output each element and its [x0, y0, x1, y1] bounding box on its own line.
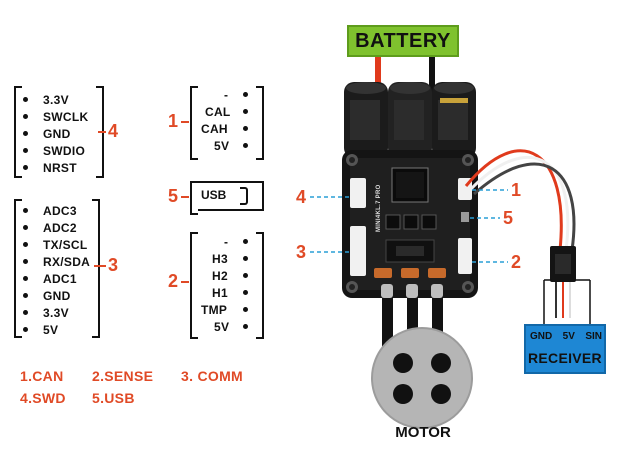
connector-sense: [458, 238, 472, 274]
comm-pin-label: 5V: [43, 323, 59, 337]
connector-swd: [350, 178, 366, 208]
sense-pin-label: H3: [212, 252, 228, 266]
comm-number: 3: [108, 255, 119, 275]
can-pointer-line: [181, 121, 189, 123]
swd-pointer-line: [98, 131, 106, 133]
board-callout-can: 1: [511, 180, 522, 200]
board-callout-sense: 2: [511, 252, 522, 272]
receiver-pin-row: GND 5V SIN: [530, 331, 602, 342]
legend-usb: 5.USB: [92, 390, 135, 406]
comm-bracket-left: [14, 199, 22, 338]
can-number: 1: [168, 111, 179, 131]
usb-pointer-line: [181, 196, 189, 198]
usb-number: 5: [168, 186, 179, 206]
comm-pointer-line: [94, 265, 106, 267]
can-bracket-right: [256, 86, 264, 160]
comm-pin-label: 3.3V: [43, 306, 69, 320]
swd-pin-label: GND: [43, 127, 71, 141]
board-silkscreen-text: MINI4KL.7 PRO: [376, 184, 382, 232]
capacitor-bank: [344, 82, 476, 158]
comm-pin-label: TX/SCL: [43, 238, 88, 252]
can-bracket-left: [190, 86, 198, 160]
usb-port-icon: [240, 187, 248, 205]
mosfet: [401, 268, 419, 278]
sense-bracket-right: [256, 232, 264, 339]
receiver-pin-label: GND: [530, 331, 553, 342]
mosfet: [428, 268, 446, 278]
legend-sense: 2.SENSE: [92, 368, 154, 384]
swd-pin-label: NRST: [43, 161, 77, 175]
legend-comm: 3. COMM: [181, 368, 243, 384]
board-callout-swd: 4: [296, 187, 307, 207]
swd-pin-label: 3.3V: [43, 93, 69, 107]
motor-wire: [432, 298, 443, 356]
legend-swd: 4.SWD: [20, 390, 66, 406]
sense-pointer-line: [181, 281, 189, 283]
can-pin-label: CAH: [201, 122, 228, 136]
battery-label: BATTERY: [347, 25, 459, 57]
legend-can: 1.CAN: [20, 368, 64, 384]
usb-label: USB: [201, 188, 227, 202]
sense-pin-label: H1: [212, 286, 228, 300]
motor-wire: [382, 298, 393, 356]
receiver-block: GND 5V SIN RECEIVER: [524, 324, 606, 374]
sense-number: 2: [168, 271, 179, 291]
comm-pin-label: ADC1: [43, 272, 77, 286]
sense-pin-label: 5V: [214, 320, 230, 334]
board-callout-usb: 5: [503, 208, 514, 228]
usb-bracket-right: [198, 181, 264, 211]
receiver-title: RECEIVER: [528, 350, 602, 366]
sense-pin-label: -: [224, 235, 229, 249]
receiver-pin-label: 5V: [562, 331, 575, 342]
connector-comm: [350, 226, 366, 276]
can-pin-label: CAL: [205, 105, 231, 119]
receiver-signal-wire: [464, 149, 563, 251]
motor-wire: [407, 298, 418, 356]
comm-pin-label: GND: [43, 289, 71, 303]
swd-number: 4: [108, 121, 119, 141]
usb-bracket-left: [190, 181, 198, 215]
can-pin-label: -: [224, 88, 229, 102]
comm-pin-label: ADC2: [43, 221, 77, 235]
motor-label: MOTOR: [395, 424, 451, 441]
comm-bracket-right: [92, 199, 100, 338]
sense-pin-label: H2: [212, 269, 228, 283]
mosfet: [374, 268, 392, 278]
motor-icon: [371, 327, 473, 429]
swd-pin-label: SWCLK: [43, 110, 89, 124]
comm-pin-label: ADC3: [43, 204, 77, 218]
sense-pin-label: TMP: [201, 303, 228, 317]
swd-bracket-left: [14, 86, 22, 178]
comm-pin-label: RX/SDA: [43, 255, 91, 269]
can-pin-label: 5V: [214, 139, 230, 153]
swd-pin-label: SWDIO: [43, 144, 86, 158]
sense-bracket-left: [190, 232, 198, 339]
board-callout-comm: 3: [296, 242, 307, 262]
connector-usb: [461, 212, 469, 222]
receiver-pin-label: SIN: [585, 331, 602, 342]
callout-lines: [310, 189, 508, 263]
